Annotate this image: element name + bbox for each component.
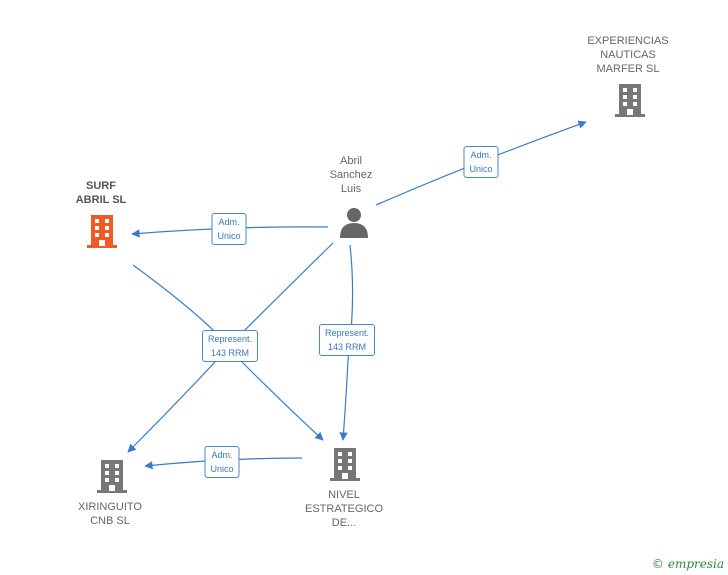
node-label-xiringuito[interactable]: XIRINGUITO CNB SL xyxy=(78,501,142,527)
node-label-nivel[interactable]: NIVEL ESTRATEGICO DE... xyxy=(304,489,384,529)
edge-label-person-experiencias: Adm. Unico xyxy=(463,146,499,178)
copyright-icon: © xyxy=(651,557,664,571)
edge-label-represent-center: Represent. 143 RRM xyxy=(201,330,259,362)
node-label-experiencias[interactable]: EXPERIENCIAS NAUTICAS MARFER SL xyxy=(587,35,669,75)
brand-logo: ©empresia xyxy=(652,557,724,571)
edge-label-person-nivel: Represent. 143 RRM xyxy=(318,324,376,356)
person-icon[interactable] xyxy=(340,208,368,238)
edge-label-nivel-xiringuito: Adm. Unico xyxy=(204,446,240,478)
node-label-person[interactable]: Abril Sanchez Luis xyxy=(329,155,373,195)
building-icon-experiencias[interactable] xyxy=(615,84,645,117)
building-icon-xiringuito[interactable] xyxy=(97,460,127,493)
brand-name: empresia xyxy=(667,557,724,571)
edge-label-person-surf: Adm. Unico xyxy=(211,213,247,245)
node-label-surf[interactable]: SURF ABRIL SL xyxy=(75,180,127,206)
building-icon-surf[interactable] xyxy=(87,215,117,248)
building-icon-nivel[interactable] xyxy=(330,448,360,481)
edge-person-nivel xyxy=(339,244,354,441)
